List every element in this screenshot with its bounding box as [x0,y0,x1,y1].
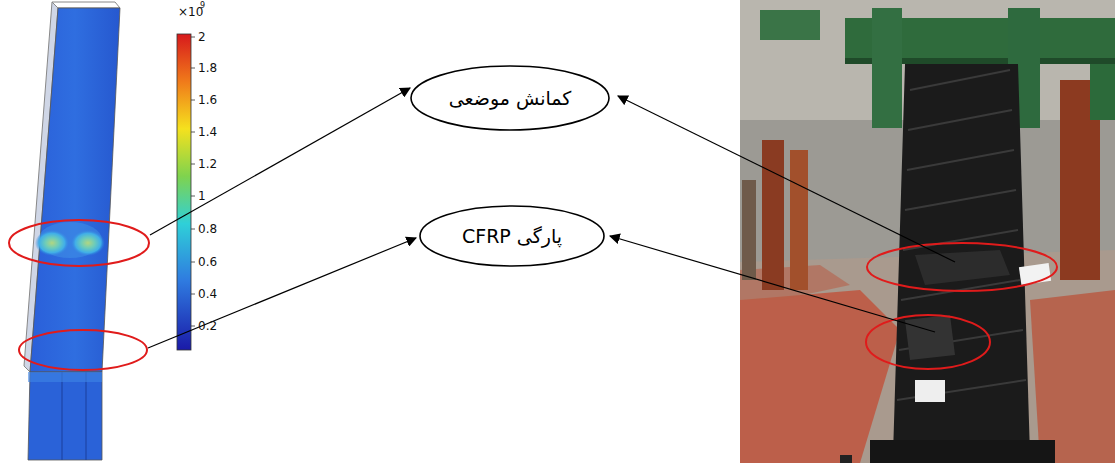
color-bar-value: 1.4 [198,126,217,138]
callout-text: کمانش موضعی [449,87,572,110]
fe-model [24,2,120,460]
color-bar-value: 2 [198,31,206,43]
color-bar-value: 1 [198,190,206,202]
color-bar-value: 0.2 [198,320,217,332]
callout-ellipse: پارگی CFRP [419,205,605,267]
color-bar-value: 0.4 [198,288,217,300]
test-photo [740,0,1115,463]
callout-ellipse: کمانش موضعی [410,65,610,131]
color-bar-value: 1.6 [198,94,217,106]
highlight-ellipse [9,220,1057,370]
scale-factor: ×10 [178,6,203,18]
callout-text: پارگی CFRP [462,225,562,248]
scale-exponent: 9 [200,2,205,10]
color-bar-ticks [191,37,195,326]
color-bar-value: 1.2 [198,158,217,170]
color-bar [177,34,191,350]
color-bar-value: 1.8 [198,62,217,74]
color-bar-value: 0.6 [198,256,217,268]
color-bar-value: 0.8 [198,223,217,235]
